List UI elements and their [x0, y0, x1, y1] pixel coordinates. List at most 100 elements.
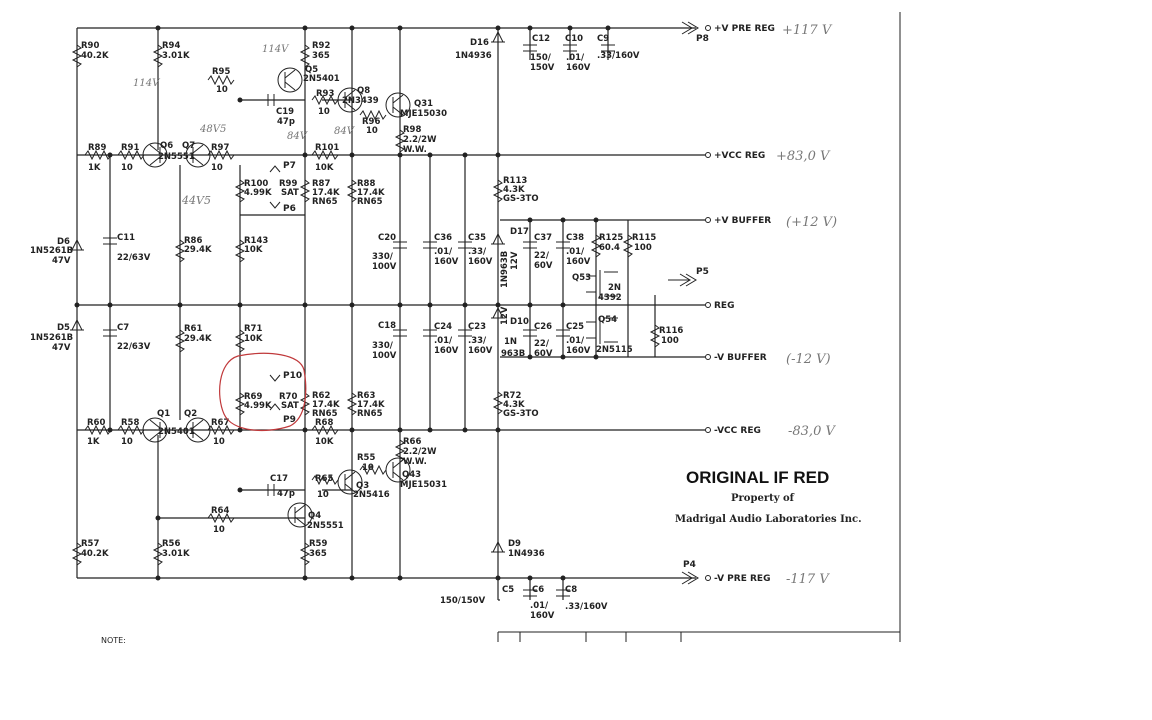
resistor-symbols	[71, 44, 661, 566]
r67-value: 10	[213, 437, 225, 447]
c23-value-a: .33/	[468, 336, 487, 346]
component-labels: R90 40.2K R94 3.01K R92 365 R95 10 Q5 2N…	[30, 34, 683, 621]
d5-part: 1N5261B	[30, 333, 73, 343]
r58-value: 10	[121, 437, 133, 447]
d10-part-a: 1N	[504, 337, 517, 347]
r143-value: 10K	[244, 245, 263, 255]
c36-value-a: .01/	[434, 247, 453, 257]
r95-value: 10	[216, 85, 228, 95]
r94-ref: R94	[162, 41, 180, 51]
net-arrows	[269, 21, 711, 585]
r101-ref: R101	[315, 143, 339, 153]
c36-ref: C36	[434, 233, 452, 243]
r72-type: GS-3TO	[503, 409, 539, 419]
r56-ref: R56	[162, 539, 180, 549]
c12-value-b: 150V	[530, 63, 555, 73]
d5-ref: D5	[57, 323, 70, 333]
r88-value: 17.4K	[357, 188, 385, 198]
d9-part: 1N4936	[508, 549, 545, 559]
c26-ref: C26	[534, 322, 552, 332]
q4-ref: Q4	[308, 511, 321, 521]
r61-ref: R61	[184, 324, 202, 334]
q54-ref: Q54	[598, 315, 617, 325]
r95-ref: R95	[212, 67, 230, 77]
hw-q7: 48V5	[199, 124, 226, 135]
d10-ref: D10	[510, 317, 529, 327]
c36-value-b: 160V	[434, 257, 459, 267]
wiring	[76, 27, 705, 601]
c5-ref: C5	[502, 585, 514, 595]
c17-ref: C17	[270, 474, 288, 484]
r99-ref: R99	[279, 179, 297, 189]
d5-voltage: 47V	[52, 343, 71, 353]
c12-ref: C12	[532, 34, 550, 44]
r63-type: RN65	[357, 409, 383, 419]
c19-value: 47p	[277, 117, 295, 127]
hw-q8: 84V	[287, 131, 309, 142]
r97-ref: R97	[211, 143, 229, 153]
hw-vcc-neg: -83,0 V	[788, 424, 836, 439]
net-vbuf-pos: +V BUFFER	[714, 216, 771, 226]
r56-value: 3.01K	[162, 549, 190, 559]
r92-ref: R92	[312, 41, 330, 51]
c23-ref: C23	[468, 322, 486, 332]
port-p4: P4	[683, 560, 696, 570]
c10-ref: C10	[565, 34, 583, 44]
c35-value-b: 160V	[468, 257, 493, 267]
r113-value: 4.3K	[503, 185, 525, 195]
r115-ref: R115	[632, 233, 656, 243]
d16-part: 1N4936	[455, 51, 492, 61]
r87-type: RN65	[312, 197, 338, 207]
c18-ref: C18	[378, 321, 396, 331]
company-text: Madrigal Audio Laboratories Inc.	[675, 514, 862, 525]
r88-ref: R88	[357, 179, 375, 189]
port-p6: P6	[283, 204, 296, 214]
c35-value-a: .33/	[468, 247, 487, 257]
c7-value: 22/63V	[117, 342, 151, 352]
c35-ref: C35	[468, 233, 486, 243]
r59-ref: R59	[309, 539, 327, 549]
c38-value-a: .01/	[566, 247, 585, 257]
r113-type: GS-3TO	[503, 194, 539, 204]
c38-ref: C38	[566, 233, 584, 243]
handwritten-notes: +117 V +83,0 V (+12 V) (-12 V) -83,0 V -…	[133, 23, 837, 587]
property-of-text: Property of	[731, 493, 795, 504]
r88-type: RN65	[357, 197, 383, 207]
r71-value: 10K	[244, 334, 263, 344]
d17-voltage: 12V	[510, 251, 520, 270]
d6-voltage: 47V	[52, 256, 71, 266]
c26-value-a: 22/	[534, 339, 550, 349]
r98-type: W.W.	[403, 145, 427, 155]
r86-ref: R86	[184, 236, 202, 246]
c10-value-b: 160V	[566, 63, 591, 73]
c20-value-b: 100V	[372, 262, 397, 272]
q53-part-b: 4392	[598, 293, 622, 303]
c20-value-a: 330/	[372, 252, 394, 262]
c9-value: .33/160V	[597, 51, 640, 61]
diode-symbols	[70, 30, 505, 553]
r57-ref: R57	[81, 539, 99, 549]
title-block: ORIGINAL IF RED Property of Madrigal Aud…	[497, 12, 901, 642]
r89-value: 1K	[88, 163, 101, 173]
r64-value: 10	[213, 525, 225, 535]
r66-value: 2.2/2W	[403, 447, 437, 457]
r115-value: 100	[634, 243, 652, 253]
c25-value-b: 160V	[566, 346, 591, 356]
c24-ref: C24	[434, 322, 452, 332]
q3-part: 2N5416	[353, 490, 390, 500]
r65-value: 10	[317, 490, 329, 500]
q6-ref: Q6	[160, 141, 173, 151]
hw-vpre-neg: -117 V	[786, 572, 830, 587]
r64-ref: R64	[211, 506, 229, 516]
q5-part: 2N5401	[303, 74, 340, 84]
c6-ref: C6	[532, 585, 544, 595]
net-vbuf-neg: -V BUFFER	[714, 353, 767, 363]
c8-value: .33/160V	[565, 602, 608, 612]
r55-ref: R55	[357, 453, 375, 463]
r86-value: 29.4K	[184, 245, 212, 255]
r62-value: 17.4K	[312, 400, 340, 410]
net-vpre-neg: -V PRE REG	[714, 574, 770, 584]
c11-value: 22/63V	[117, 253, 151, 263]
c11-ref: C11	[117, 233, 135, 243]
